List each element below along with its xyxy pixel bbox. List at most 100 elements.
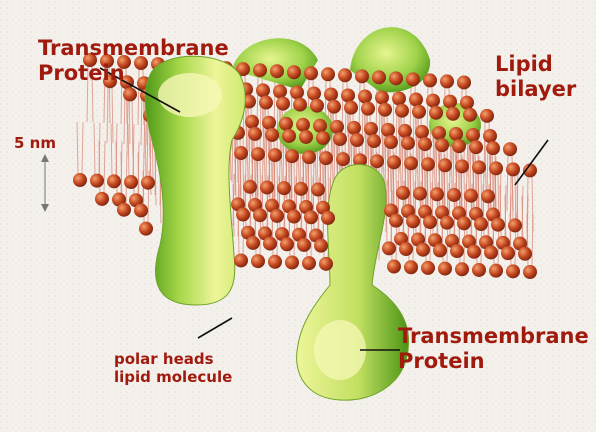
- lipid-head: [277, 181, 291, 195]
- lipid-head: [90, 174, 104, 188]
- lipid-head: [460, 96, 474, 110]
- lipid-head: [134, 203, 148, 217]
- lipid-head: [399, 242, 413, 256]
- lipid-head: [263, 237, 277, 251]
- lipid-head: [251, 147, 265, 161]
- lipid-head: [413, 187, 427, 201]
- lipid-head: [489, 264, 503, 278]
- lipid-head: [401, 136, 415, 150]
- lipid-head: [384, 135, 398, 149]
- lipid-head: [508, 218, 522, 232]
- label-heads-line1: polar heads: [114, 350, 232, 368]
- lipid-head: [262, 116, 276, 130]
- lipid-head: [270, 209, 284, 223]
- lipid-head: [469, 140, 483, 154]
- lipid-head: [293, 98, 307, 112]
- lipid-head: [294, 182, 308, 196]
- lipid-head: [234, 253, 248, 267]
- lipid-head: [429, 106, 443, 120]
- lipid-head: [392, 92, 406, 106]
- lipid-head: [344, 101, 358, 115]
- lipid-head: [449, 127, 463, 141]
- lipid-head: [467, 245, 481, 259]
- lipid-head: [279, 117, 293, 131]
- lipid-head: [107, 174, 121, 188]
- lipid-head: [321, 67, 335, 81]
- lipid-head: [472, 160, 486, 174]
- lipid-head: [333, 132, 347, 146]
- lipid-head: [480, 109, 494, 123]
- lipid-head: [341, 88, 355, 102]
- lipid-head: [409, 93, 423, 107]
- lipid-head: [285, 149, 299, 163]
- lipid-head: [518, 247, 532, 261]
- label-protein-top: Transmembrane Protein: [38, 36, 229, 86]
- lipid-head: [297, 238, 311, 252]
- lipid-head: [327, 100, 341, 114]
- lipid-head: [416, 243, 430, 257]
- lipid-head: [314, 239, 328, 253]
- lipid-head: [319, 257, 333, 271]
- lipid-head: [367, 134, 381, 148]
- label-protein-top-line2: Protein: [38, 61, 229, 86]
- label-protein-bottom-line1: Transmembrane: [398, 324, 589, 349]
- lipid-head: [358, 90, 372, 104]
- lipid-head: [311, 183, 325, 197]
- label-protein-bottom-line2: Protein: [398, 349, 589, 374]
- lipid-head: [95, 192, 109, 206]
- label-protein-bottom: Transmembrane Protein: [398, 324, 589, 374]
- lipid-head: [398, 124, 412, 138]
- lipid-head: [280, 237, 294, 251]
- lipid-head: [234, 146, 248, 160]
- lipid-head: [412, 105, 426, 119]
- lipid-head: [389, 71, 403, 85]
- lipid-head: [463, 108, 477, 122]
- label-lipid-bilayer: Lipid bilayer: [495, 52, 576, 102]
- lipid-head: [316, 131, 330, 145]
- lipid-head: [364, 122, 378, 136]
- lipid-head: [117, 203, 131, 217]
- lipid-head: [268, 148, 282, 162]
- lipid-head: [259, 96, 273, 110]
- lipid-head: [474, 217, 488, 231]
- label-dimension: 5 nm: [14, 134, 56, 152]
- lipid-head: [440, 74, 454, 88]
- lipid-head: [321, 211, 335, 225]
- lipid-head: [472, 263, 486, 277]
- lipid-head: [415, 125, 429, 139]
- lipid-head: [141, 176, 155, 190]
- lipid-head: [382, 241, 396, 255]
- lipid-head: [285, 255, 299, 269]
- lipid-head: [287, 65, 301, 79]
- lipid-head: [506, 264, 520, 278]
- lipid-head: [447, 188, 461, 202]
- lipid-head: [299, 130, 313, 144]
- lipid-head: [483, 129, 497, 143]
- lipid-head: [290, 85, 304, 99]
- lipid-head: [457, 216, 471, 230]
- lipid-head: [421, 261, 435, 275]
- lipid-head: [491, 218, 505, 232]
- lipid-head: [361, 102, 375, 116]
- lipid-head: [243, 180, 257, 194]
- lipid-head: [124, 175, 138, 189]
- lipid-head: [443, 95, 457, 109]
- lipid-head: [421, 157, 435, 171]
- lipid-head: [484, 245, 498, 259]
- label-protein-top-line1: Transmembrane: [38, 36, 229, 61]
- lipid-head: [452, 139, 466, 153]
- lipid-head: [246, 236, 260, 250]
- lipid-head: [446, 107, 460, 121]
- label-heads-line2: lipid molecule: [114, 368, 232, 386]
- lipid-head: [455, 262, 469, 276]
- lipid-head: [423, 215, 437, 229]
- lipid-head: [464, 189, 478, 203]
- lipid-head: [310, 99, 324, 113]
- lipid-head: [236, 208, 250, 222]
- lipid-head: [375, 91, 389, 105]
- lipid-head: [276, 97, 290, 111]
- lipid-head: [260, 180, 274, 194]
- lipid-head: [523, 265, 537, 279]
- lipid-head: [418, 137, 432, 151]
